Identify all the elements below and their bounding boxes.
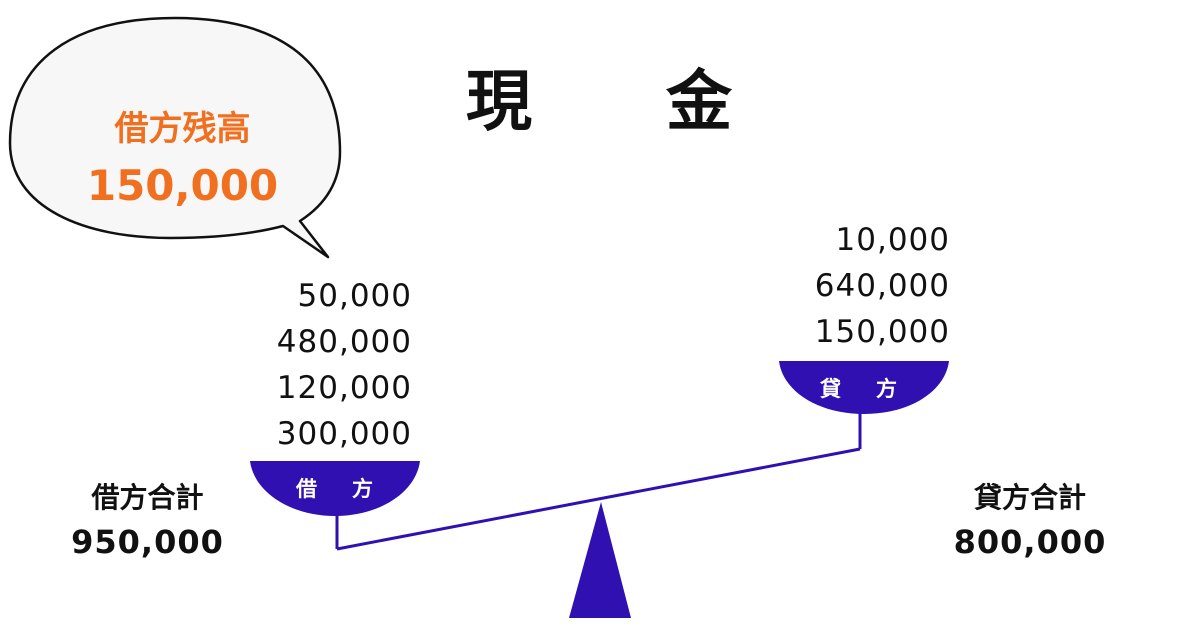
speech-bubble [8, 16, 342, 259]
credit-pan-label-char-1: 貸 [820, 377, 842, 401]
balance-bubble-value: 150,000 [86, 161, 279, 210]
credit-entry: 10,000 [835, 222, 950, 258]
debit-pan-label-char-1: 借 [296, 477, 318, 501]
credit-entries-list: 10,000 640,000 150,000 [748, 217, 950, 355]
debit-entry: 300,000 [276, 416, 412, 452]
scale-beam [336, 447, 861, 551]
credit-total: 貸方合計 800,000 [935, 478, 1125, 566]
debit-pan-label-char-2: 方 [352, 477, 374, 501]
credit-pan [779, 361, 949, 414]
debit-entry: 50,000 [297, 278, 412, 314]
debit-entry: 120,000 [276, 370, 412, 406]
title-char-1: 現 [466, 63, 532, 140]
credit-entry: 150,000 [814, 314, 950, 350]
debit-total-label: 借方合計 [91, 481, 204, 514]
debit-entry: 480,000 [276, 324, 412, 360]
debit-pan [250, 461, 420, 516]
debit-pan-label: 借方 [296, 473, 374, 503]
debit-entries-list: 50,000 480,000 120,000 300,000 [210, 273, 412, 457]
debit-total-value: 950,000 [71, 523, 224, 561]
scale-fulcrum [569, 502, 631, 618]
credit-pan-label: 貸方 [820, 373, 898, 403]
credit-pan-label-char-2: 方 [876, 377, 898, 401]
balance-bubble-label: 借方残高 [114, 109, 251, 149]
title-char-2: 金 [666, 63, 732, 140]
credit-total-value: 800,000 [953, 523, 1107, 561]
page-title: 現 金 [430, 62, 770, 142]
credit-entry: 640,000 [814, 268, 950, 304]
credit-total-label: 貸方合計 [973, 481, 1086, 514]
debit-total: 借方合計 950,000 [55, 478, 240, 566]
